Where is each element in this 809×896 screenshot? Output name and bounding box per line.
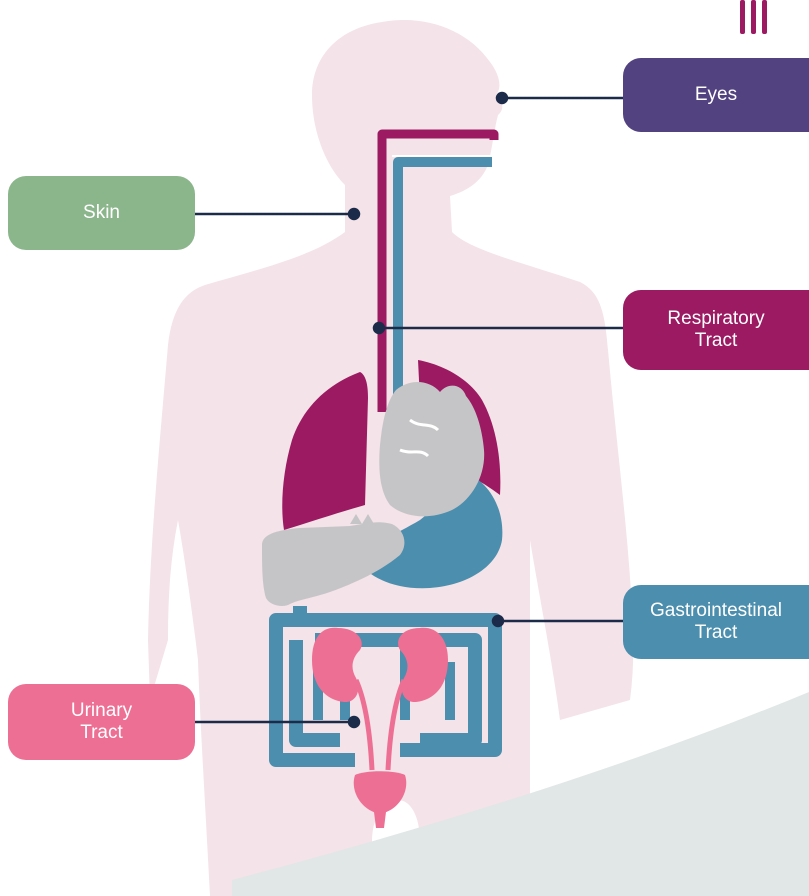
bars-icon bbox=[740, 0, 767, 34]
label-skin: Skin bbox=[8, 176, 195, 250]
label-urinary: Urinary Tract bbox=[8, 684, 195, 760]
label-gastrointestinal: Gastrointestinal Tract bbox=[623, 585, 809, 659]
label-respiratory-line1: Respiratory bbox=[667, 308, 764, 330]
heart bbox=[379, 382, 484, 516]
label-urinary-line2: Tract bbox=[71, 722, 132, 744]
label-urinary-line1: Urinary bbox=[71, 700, 132, 722]
urethra bbox=[374, 812, 386, 828]
label-eyes-text: Eyes bbox=[695, 84, 737, 106]
label-gastrointestinal-line1: Gastrointestinal bbox=[650, 600, 782, 622]
label-gastrointestinal-line2: Tract bbox=[650, 622, 782, 644]
label-respiratory: Respiratory Tract bbox=[623, 290, 809, 370]
label-skin-text: Skin bbox=[83, 202, 120, 224]
label-respiratory-line2: Tract bbox=[667, 330, 764, 352]
label-eyes: Eyes bbox=[623, 58, 809, 132]
